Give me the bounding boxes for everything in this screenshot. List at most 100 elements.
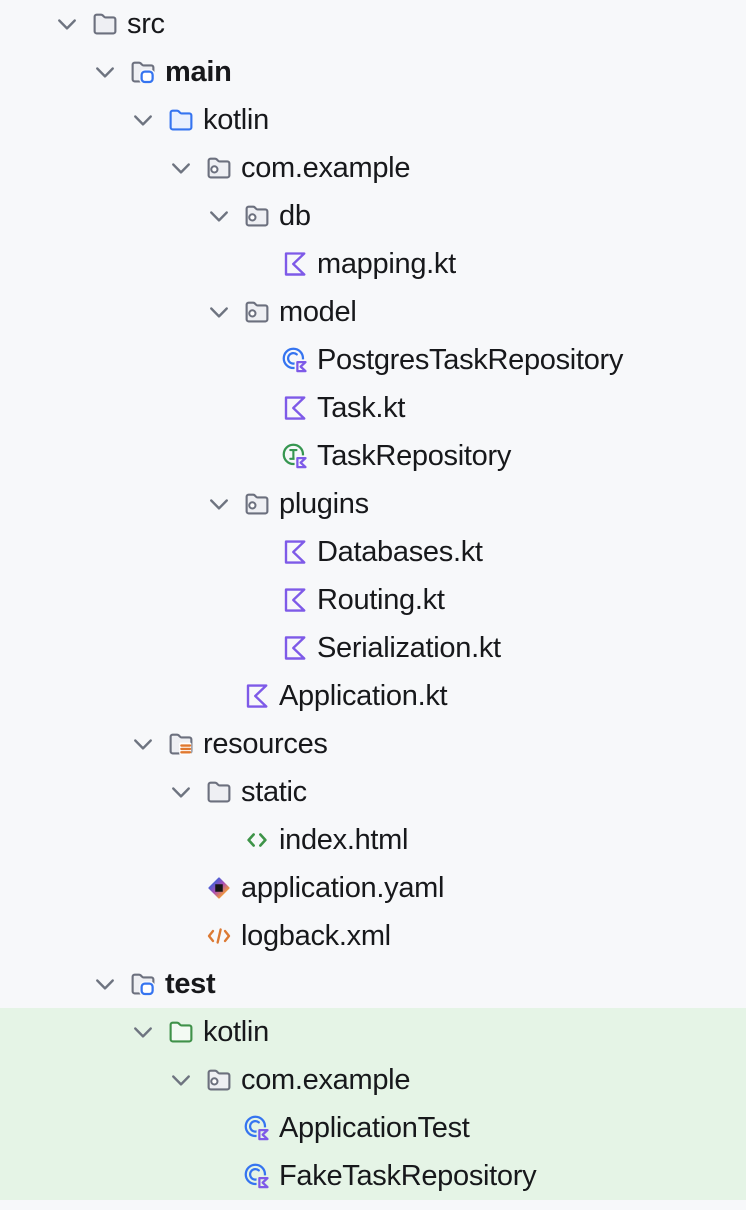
chevron-down-icon[interactable] [204, 288, 242, 336]
tree-item-label: src [127, 8, 165, 40]
chevron-down-icon[interactable] [204, 192, 242, 240]
kotlin-interface-icon [280, 441, 310, 471]
tree-item-label: Routing.kt [317, 584, 445, 616]
folder-icon [204, 777, 234, 807]
tree-row-com-example[interactable]: com.example [0, 144, 746, 192]
tree-item-label: TaskRepository [317, 440, 512, 472]
tree-row-mapping-kt[interactable]: mapping.kt [0, 240, 746, 288]
tree-row-application-yaml[interactable]: application.yaml [0, 864, 746, 912]
tree-row-databases-kt[interactable]: Databases.kt [0, 528, 746, 576]
chevron-down-icon[interactable] [128, 720, 166, 768]
yaml-file-icon [204, 873, 234, 903]
indent-spacer [242, 528, 280, 576]
kotlin-file-icon [242, 681, 272, 711]
tree-item-label: Application.kt [279, 680, 448, 712]
package-folder-icon [204, 1065, 234, 1095]
indent-spacer [166, 864, 204, 912]
chevron-down-icon[interactable] [166, 768, 204, 816]
tree-item-label: logback.xml [241, 920, 391, 952]
indent-spacer [166, 912, 204, 960]
package-folder-icon [242, 297, 272, 327]
tree-row-main[interactable]: main [0, 48, 746, 96]
tree-item-label: com.example [241, 1064, 411, 1096]
tree-row-plugins[interactable]: plugins [0, 480, 746, 528]
indent-spacer [242, 576, 280, 624]
tree-row-test[interactable]: test [0, 960, 746, 1008]
tree-item-label: mapping.kt [317, 248, 456, 280]
package-folder-icon [204, 153, 234, 183]
tree-row-src[interactable]: src [0, 0, 746, 48]
chevron-down-icon[interactable] [128, 96, 166, 144]
tree-row-index-html[interactable]: index.html [0, 816, 746, 864]
sources-folder-icon [166, 105, 196, 135]
kotlin-file-icon [280, 633, 310, 663]
kotlin-class-icon [242, 1113, 272, 1143]
indent-spacer [242, 432, 280, 480]
chevron-down-icon[interactable] [90, 48, 128, 96]
indent-spacer [242, 384, 280, 432]
tree-item-label: resources [203, 728, 328, 760]
tree-row-applicationtest[interactable]: ApplicationTest [0, 1104, 746, 1152]
tree-row-static[interactable]: static [0, 768, 746, 816]
kotlin-file-icon [280, 585, 310, 615]
tree-row-taskrepository[interactable]: TaskRepository [0, 432, 746, 480]
chevron-down-icon[interactable] [128, 1008, 166, 1056]
tree-item-label: ApplicationTest [279, 1112, 470, 1144]
chevron-down-icon[interactable] [166, 144, 204, 192]
tree-row-faketaskrepository[interactable]: FakeTaskRepository [0, 1152, 746, 1200]
tree-item-label: static [241, 776, 307, 808]
chevron-down-icon[interactable] [204, 480, 242, 528]
source-root-folder-icon [128, 57, 158, 87]
kotlin-class-icon [280, 345, 310, 375]
tree-item-label: Databases.kt [317, 536, 483, 568]
chevron-down-icon[interactable] [166, 1056, 204, 1104]
tree-item-label: FakeTaskRepository [279, 1160, 537, 1192]
tree-row-postgrestaskrepository[interactable]: PostgresTaskRepository [0, 336, 746, 384]
resources-folder-icon [166, 729, 196, 759]
tree-row-serialization-kt[interactable]: Serialization.kt [0, 624, 746, 672]
tree-item-label: model [279, 296, 357, 328]
tree-item-label: test [165, 968, 216, 1000]
tree-row-routing-kt[interactable]: Routing.kt [0, 576, 746, 624]
kotlin-file-icon [280, 393, 310, 423]
tree-row-logback-xml[interactable]: logback.xml [0, 912, 746, 960]
kotlin-file-icon [280, 537, 310, 567]
tree-item-label: Task.kt [317, 392, 406, 424]
tree-row-task-kt[interactable]: Task.kt [0, 384, 746, 432]
tree-row-application-kt[interactable]: Application.kt [0, 672, 746, 720]
tree-row-kotlin[interactable]: kotlin [0, 96, 746, 144]
tree-item-label: main [165, 56, 232, 88]
test-sources-folder-icon [166, 1017, 196, 1047]
tree-item-label: kotlin [203, 104, 269, 136]
indent-spacer [242, 624, 280, 672]
kotlin-class-icon [242, 1161, 272, 1191]
indent-spacer [204, 1152, 242, 1200]
xml-file-icon [204, 921, 234, 951]
kotlin-file-icon [280, 249, 310, 279]
chevron-down-icon[interactable] [52, 0, 90, 48]
tree-item-label: kotlin [203, 1016, 269, 1048]
test-root-folder-icon [128, 969, 158, 999]
indent-spacer [204, 816, 242, 864]
indent-spacer [242, 336, 280, 384]
indent-spacer [204, 1104, 242, 1152]
tree-item-label: PostgresTaskRepository [317, 344, 624, 376]
chevron-down-icon[interactable] [90, 960, 128, 1008]
tree-row-kotlin[interactable]: kotlin [0, 1008, 746, 1056]
indent-spacer [204, 672, 242, 720]
folder-icon [90, 9, 120, 39]
tree-item-label: com.example [241, 152, 411, 184]
html-file-icon [242, 825, 272, 855]
tree-row-model[interactable]: model [0, 288, 746, 336]
tree-item-label: application.yaml [241, 872, 445, 904]
package-folder-icon [242, 201, 272, 231]
tree-row-com-example[interactable]: com.example [0, 1056, 746, 1104]
tree-item-label: index.html [279, 824, 409, 856]
tree-row-db[interactable]: db [0, 192, 746, 240]
indent-spacer [242, 240, 280, 288]
tree-row-resources[interactable]: resources [0, 720, 746, 768]
tree-item-label: db [279, 200, 311, 232]
tree-item-label: Serialization.kt [317, 632, 501, 664]
